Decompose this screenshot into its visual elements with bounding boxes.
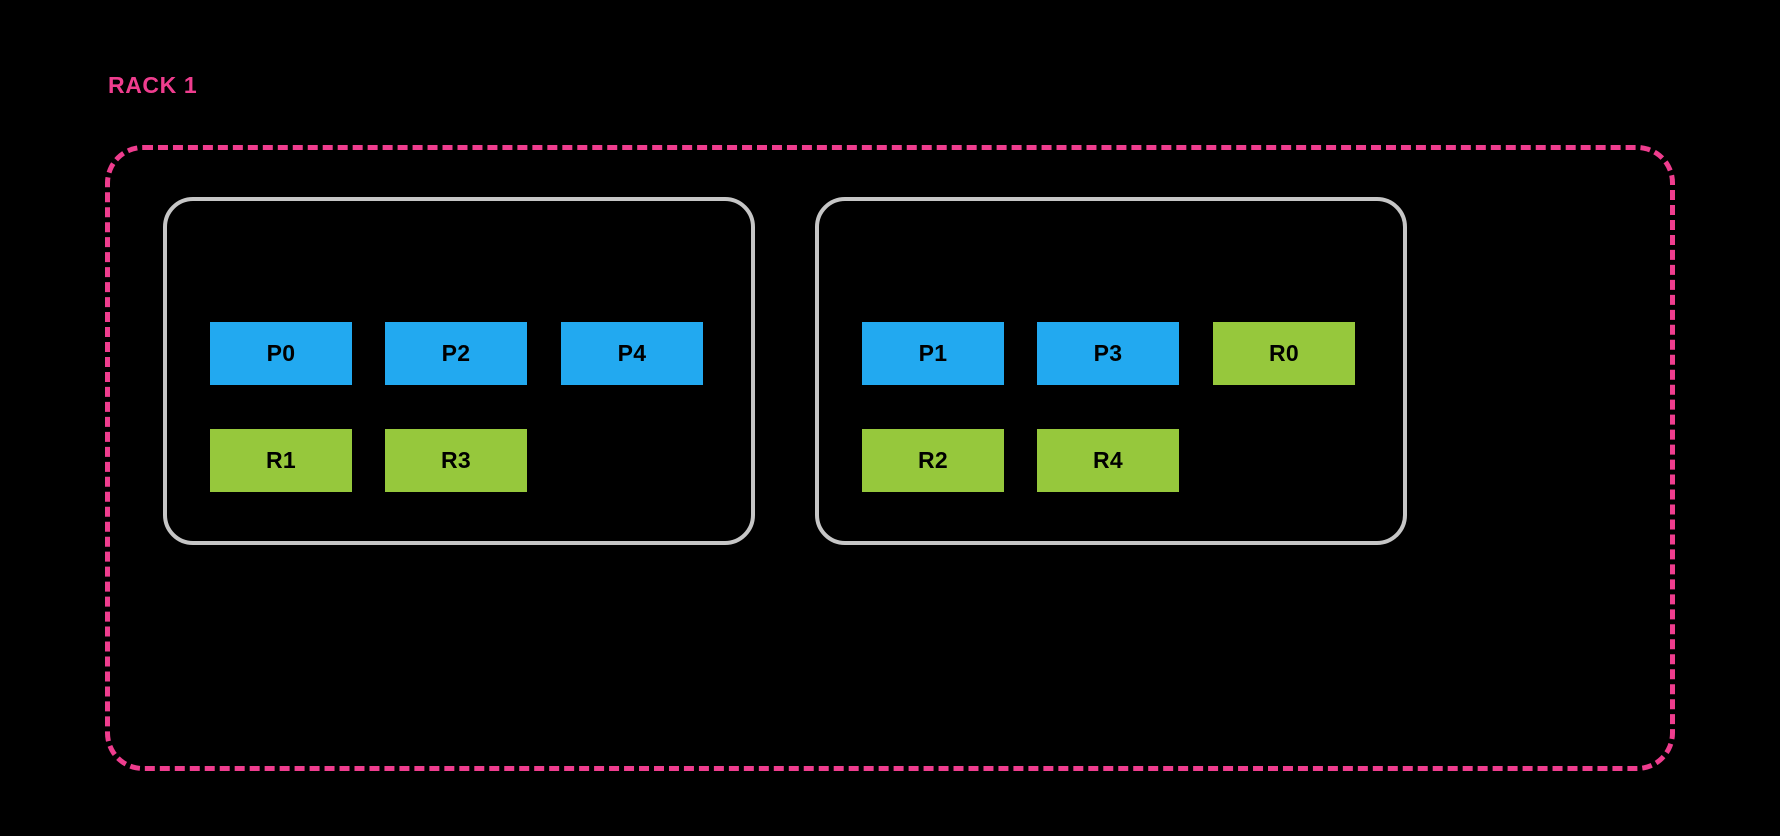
host-box-right xyxy=(815,197,1407,545)
rack-label: RACK 1 xyxy=(108,72,198,98)
block-p4: P4 xyxy=(561,322,703,385)
block-r0: R0 xyxy=(1213,322,1355,385)
block-r1: R1 xyxy=(210,429,352,492)
block-r3: R3 xyxy=(385,429,527,492)
block-p3: P3 xyxy=(1037,322,1179,385)
block-r2: R2 xyxy=(862,429,1004,492)
block-p2: P2 xyxy=(385,322,527,385)
block-p0: P0 xyxy=(210,322,352,385)
block-p1: P1 xyxy=(862,322,1004,385)
block-r4: R4 xyxy=(1037,429,1179,492)
host-box-left xyxy=(163,197,755,545)
